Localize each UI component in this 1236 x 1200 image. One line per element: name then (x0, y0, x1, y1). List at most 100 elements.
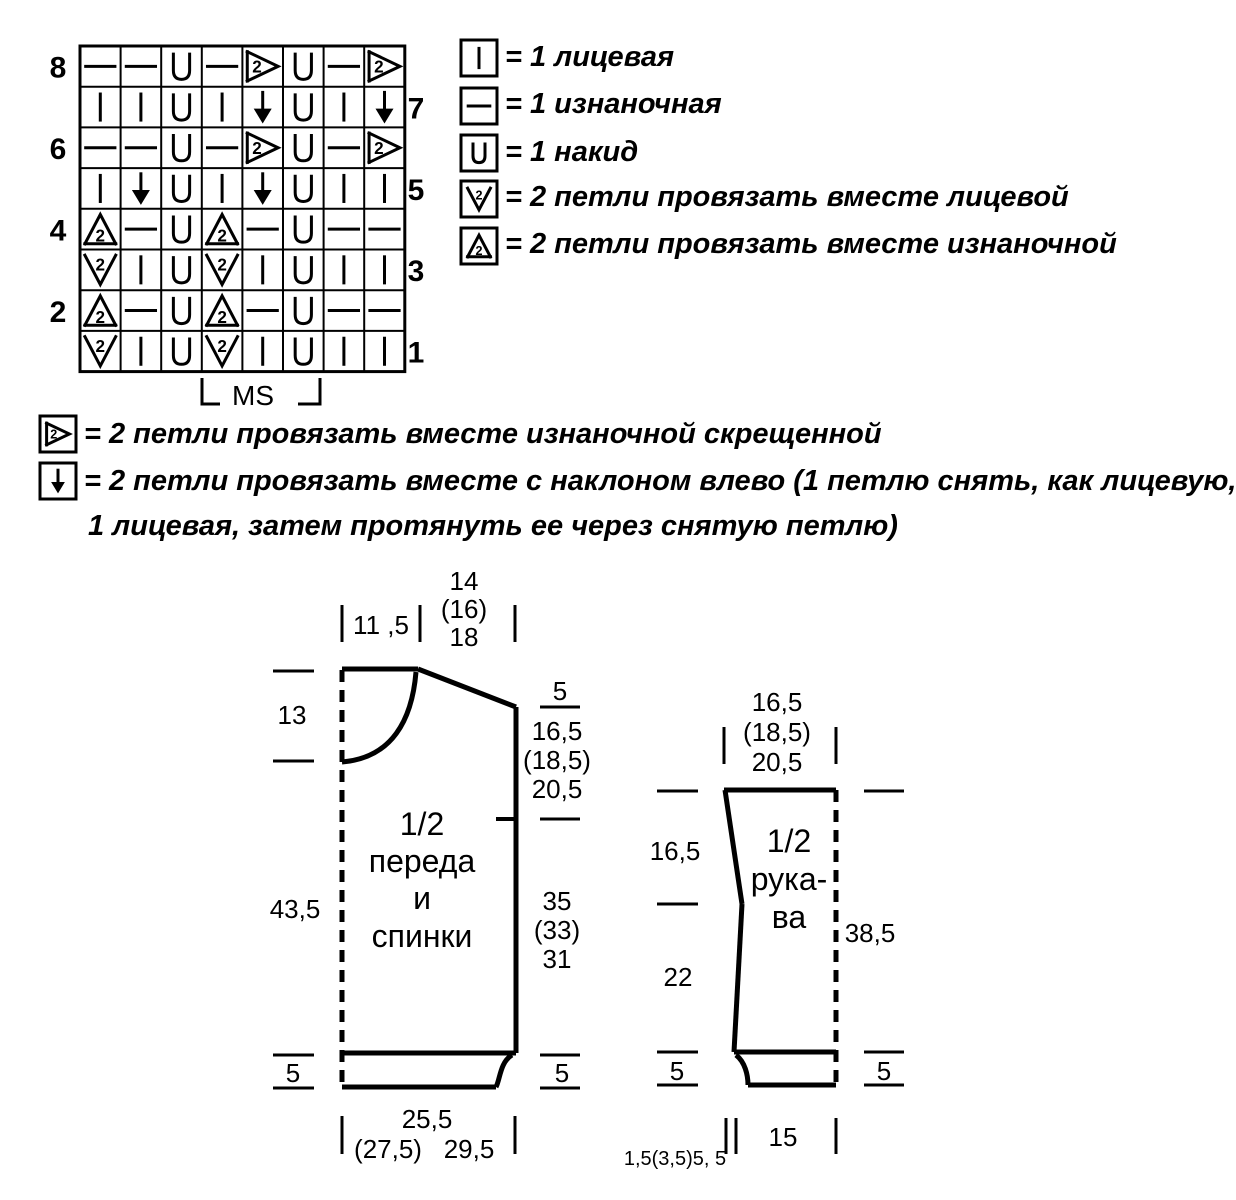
stitch-p2tog-tbl: 2 (367, 131, 404, 165)
sleeve-top-width-1: 16,5 (752, 687, 803, 717)
stitch-yarnover (293, 93, 313, 122)
svg-text:2: 2 (475, 189, 482, 203)
svg-text:2: 2 (96, 337, 106, 356)
sleeve-right-rib: 5 (877, 1056, 891, 1086)
stitch-yarnover (171, 52, 192, 81)
legend-icon-ssk (38, 461, 78, 501)
body-top-neck-width: 11 ,5 (353, 610, 409, 640)
row-number-left: 4 (50, 215, 67, 248)
row-number-right: 5 (408, 174, 425, 207)
body-side-3: 31 (543, 944, 572, 974)
dimension-ticks (273, 605, 904, 1154)
svg-text:2: 2 (217, 337, 227, 356)
legend-icon-k2tog: 2 (459, 179, 499, 219)
svg-text:2: 2 (217, 256, 227, 275)
sleeve-upper-length: 16,5 (650, 836, 701, 866)
stitch-yarnover (171, 296, 192, 326)
body-top-shoulder-3: 18 (450, 622, 479, 652)
body-piece-label-1: 1/2 (400, 806, 444, 842)
row-number-left: 2 (50, 296, 67, 329)
svg-text:2: 2 (96, 226, 106, 245)
sleeve-piece-label-2: рука- (751, 861, 828, 897)
row-number-left: 8 (50, 52, 67, 85)
legend-icons: 2 2 2 (38, 38, 499, 501)
svg-text:2: 2 (96, 256, 106, 275)
stitch-yarnover (293, 52, 313, 81)
legend-icon-purl (459, 86, 499, 126)
stitch-k2tog: 2 (204, 334, 240, 370)
stitch-yarnover (293, 215, 313, 244)
svg-text:2: 2 (217, 308, 227, 327)
body-top-shoulder-1: 14 (450, 566, 479, 596)
stitch-yarnover (293, 174, 313, 203)
legend-text-ssk-continued: 1 лицевая, затем протянуть ее через снят… (88, 510, 898, 542)
stitch-yarnover (293, 134, 313, 163)
body-side-1: 35 (543, 886, 572, 916)
body-length: 43,5 (270, 894, 321, 924)
body-right-rib: 5 (555, 1058, 569, 1088)
stitch-yarnover (171, 256, 192, 285)
body-bottom-width-3: 29,5 (444, 1134, 495, 1164)
body-bottom-width-2: (27,5) (354, 1134, 422, 1164)
sleeve-piece-outline (722, 787, 836, 1088)
legend-icon-p2tog: 2 (459, 226, 499, 266)
svg-text:2: 2 (252, 139, 262, 158)
body-armhole-1: 16,5 (532, 716, 583, 746)
sleeve-bottom-width: 15 (769, 1122, 798, 1152)
stitch-yarnover (171, 174, 192, 203)
body-left-rib: 5 (286, 1058, 300, 1088)
body-piece-outline (341, 666, 519, 1090)
sleeve-top-width-2: (18,5) (743, 717, 811, 747)
stitch-yarnover (171, 134, 192, 163)
legend-text-yarnover: = 1 накид (505, 136, 639, 168)
stitch-p2tog: 2 (82, 292, 118, 328)
legend-icon-knit (459, 38, 499, 78)
sleeve-piece-label-3: ва (772, 899, 807, 935)
body-neck-depth: 13 (278, 700, 307, 730)
stitch-ssk (131, 172, 150, 205)
garment-schematics: 11 ,5 14 (16) 18 13 43,5 5 5 16,5 (18,5)… (270, 566, 904, 1170)
legend-text-p2tog: = 2 петли провязать вместе изнаночной (505, 228, 1117, 260)
stitch-ssk (253, 172, 272, 205)
stitch-yarnover (171, 215, 192, 244)
svg-text:2: 2 (96, 308, 106, 327)
body-piece-label-3: и (413, 880, 431, 916)
row-number-right: 3 (408, 255, 425, 288)
legend-text-ssk: = 2 петли провязать вместе с наклоном вл… (84, 465, 1236, 497)
stitch-p2tog: 2 (204, 211, 240, 246)
stitch-p2tog-tbl: 2 (245, 49, 282, 84)
stitch-yarnover (171, 93, 192, 122)
svg-text:2: 2 (475, 244, 482, 258)
row-number-right: 1 (408, 337, 425, 370)
sleeve-length: 38,5 (845, 918, 896, 948)
body-piece-label-4: спинки (372, 918, 473, 954)
legend-icon-p2tog-tbl: 2 (38, 414, 78, 454)
pattern-repeat-bracket: MS (200, 378, 322, 411)
svg-text:2: 2 (374, 139, 384, 158)
stitch-ssk (375, 90, 394, 124)
legend-icon-yarnover (459, 133, 499, 173)
body-bottom-width-1: 25,5 (402, 1104, 453, 1134)
stitch-yarnover (171, 337, 192, 366)
stitch-p2tog: 2 (82, 211, 118, 246)
pattern-repeat-label: MS (232, 380, 274, 411)
sleeve-bottom-small: 1,5(3,5)5, 5 (624, 1148, 726, 1170)
stitch-yarnover (293, 296, 313, 326)
stitch-yarnover (293, 337, 313, 366)
legend-text-k2tog: = 2 петли провязать вместе лицевой (505, 181, 1069, 213)
body-top-shoulder-2: (16) (441, 594, 487, 624)
svg-text:2: 2 (50, 428, 57, 442)
stitch-yarnover (293, 256, 313, 285)
sleeve-piece-label-1: 1/2 (767, 823, 811, 859)
stitch-p2tog: 2 (204, 292, 240, 328)
svg-text:2: 2 (252, 57, 262, 76)
row-number-left: 6 (50, 133, 67, 166)
legend-text-p2tog-tbl: = 2 петли провязать вместе изнаночной ск… (84, 418, 882, 450)
legend-text-knit: = 1 лицевая (505, 41, 675, 73)
body-shoulder-drop: 5 (553, 676, 567, 706)
stitch-k2tog: 2 (82, 253, 118, 288)
row-number-right: 7 (408, 92, 425, 125)
stitch-p2tog-tbl: 2 (367, 49, 404, 84)
body-armhole-2: (18,5) (523, 745, 591, 775)
